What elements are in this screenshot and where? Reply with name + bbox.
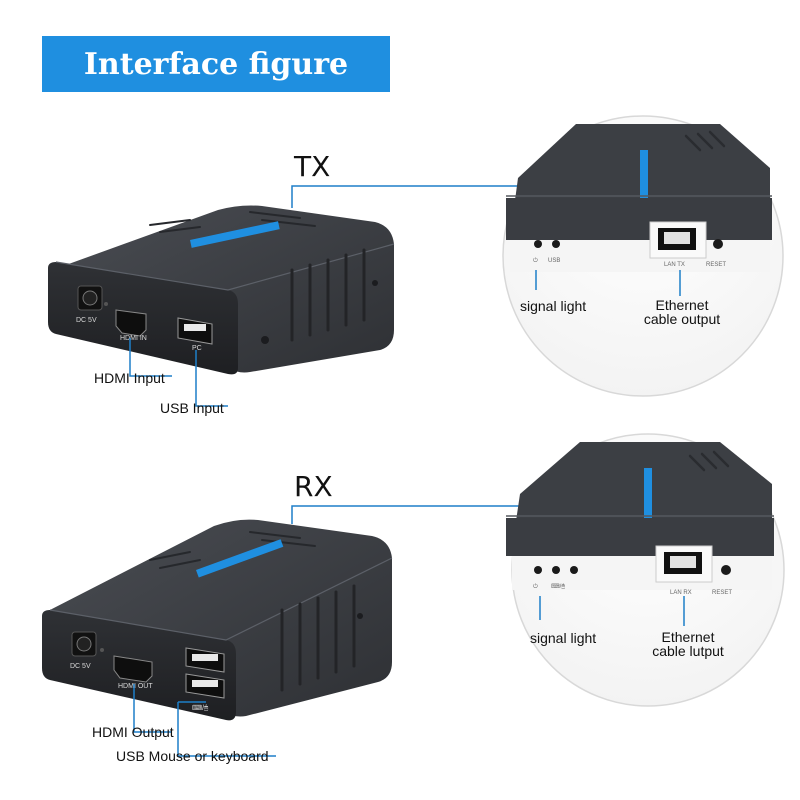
tx-heading: TX bbox=[294, 150, 331, 183]
tx-signal-light-label: signal light bbox=[520, 298, 587, 314]
tx-callout-lines bbox=[129, 185, 528, 407]
rx-heading: RX bbox=[294, 470, 333, 503]
rx-device bbox=[42, 519, 393, 721]
tx-usb-led-label: USB bbox=[548, 258, 560, 264]
rx-dc-label: DC 5V bbox=[70, 663, 91, 670]
rx-zoom-circle: ⏻ ⌨/🖱 bbox=[506, 433, 785, 707]
tx-hdmi-callout: HDMI Input bbox=[94, 370, 165, 386]
rx-usb-icons: ⌨/🖱 bbox=[192, 704, 209, 712]
rx-lan-label: LAN RX bbox=[670, 590, 692, 596]
tx-power-glyph: ⏻ bbox=[533, 257, 538, 264]
title-text: Interface figure bbox=[83, 46, 349, 82]
tx-ethernet-line2: cable output bbox=[643, 311, 721, 327]
tx-ethernet-line1: Ethernet bbox=[655, 297, 709, 313]
rx-callout-lines bbox=[133, 505, 528, 757]
rx-kbd-mouse-glyph: ⌨/🖱 bbox=[551, 583, 565, 590]
rx-usb-callout: USB Mouse or keyboard bbox=[116, 748, 269, 764]
rx-ethernet-label: Ethernet cable lutput bbox=[640, 630, 736, 658]
tx-zoom-circle: ⏻ bbox=[502, 115, 784, 397]
rx-power-glyph: ⏻ bbox=[533, 583, 538, 590]
tx-hdmi-label: HDMI IN bbox=[120, 335, 147, 342]
rx-hdmi-label: HDMI OUT bbox=[118, 683, 153, 690]
tx-ethernet-label: Ethernet cable output bbox=[634, 298, 730, 326]
tx-reset-label: RESET bbox=[706, 262, 726, 268]
tx-usb-callout: USB Input bbox=[160, 400, 224, 416]
rx-ethernet-line1: Ethernet bbox=[661, 629, 715, 645]
tx-device bbox=[48, 205, 395, 375]
rx-hdmi-callout: HDMI Output bbox=[92, 724, 174, 740]
rx-signal-light-label: signal light bbox=[530, 630, 597, 646]
tx-lan-label: LAN TX bbox=[664, 262, 685, 268]
rx-reset-label: RESET bbox=[712, 590, 732, 596]
tx-dc-label: DC 5V bbox=[76, 317, 97, 324]
rx-ethernet-line2: cable lutput bbox=[652, 643, 724, 659]
tx-pc-label: PC bbox=[192, 345, 202, 352]
title-banner: Interface figure bbox=[42, 36, 390, 92]
